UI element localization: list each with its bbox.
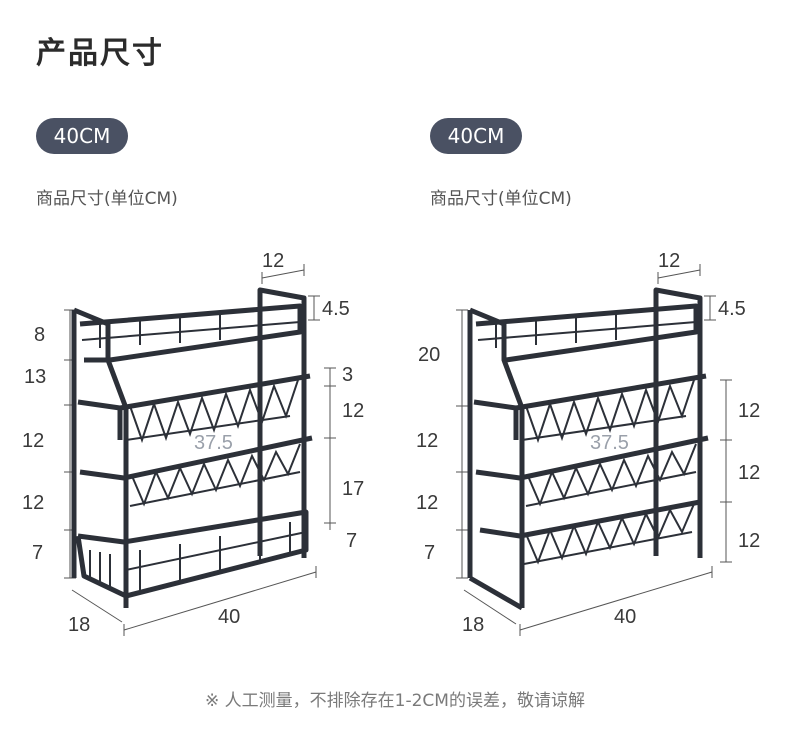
dim-left-3-right: 12 (416, 492, 439, 514)
size-badge-right: 40CM (430, 118, 522, 154)
dim-right-3-right: 12 (738, 530, 761, 552)
measurement-footnote: ※ 人工测量，不排除存在1-2CM的误差，敬请谅解 (205, 691, 585, 711)
page-title: 产品尺寸 (36, 36, 164, 71)
dim-width-right: 40 (614, 606, 637, 628)
dim-left-1: 8 (34, 324, 46, 346)
dim-left-4: 12 (22, 492, 45, 514)
size-caption-right: 商品尺寸(单位CM) (430, 189, 572, 209)
dim-width-left: 40 (218, 606, 241, 628)
rack-illustration-right (456, 264, 732, 636)
dim-left-2: 13 (24, 366, 47, 388)
dim-left-2-right: 12 (416, 430, 439, 452)
rack-diagram-left: 12 4.5 8 13 12 12 7 3 12 17 7 37.5 18 40 (0, 240, 380, 660)
dim-inner-width-left: 37.5 (194, 432, 233, 454)
size-caption-left: 商品尺寸(单位CM) (36, 189, 178, 209)
size-badge-left: 40CM (36, 118, 128, 154)
dim-right-2-right: 12 (738, 462, 761, 484)
dim-top-height-left: 4.5 (322, 298, 350, 320)
dim-right-4: 7 (346, 530, 358, 552)
dim-inner-width-right: 37.5 (590, 432, 629, 454)
dim-right-2: 12 (342, 400, 365, 422)
rack-diagram-right: 12 4.5 20 12 12 7 12 12 12 37.5 18 40 (396, 240, 776, 660)
dim-right-3: 17 (342, 478, 365, 500)
dim-top-depth-left: 12 (262, 250, 285, 272)
dim-left-3: 12 (22, 430, 45, 452)
dim-right-1: 3 (342, 364, 354, 386)
dim-depth-right: 18 (462, 614, 485, 636)
dim-right-1-right: 12 (738, 400, 761, 422)
dim-left-4-right: 7 (424, 542, 436, 564)
dim-depth-left: 18 (68, 614, 91, 636)
dim-left-5: 7 (32, 542, 44, 564)
rack-illustration-left (64, 264, 336, 636)
dim-top-depth-right: 12 (658, 250, 681, 272)
dim-left-1-right: 20 (418, 344, 441, 366)
dim-top-height-right: 4.5 (718, 298, 746, 320)
